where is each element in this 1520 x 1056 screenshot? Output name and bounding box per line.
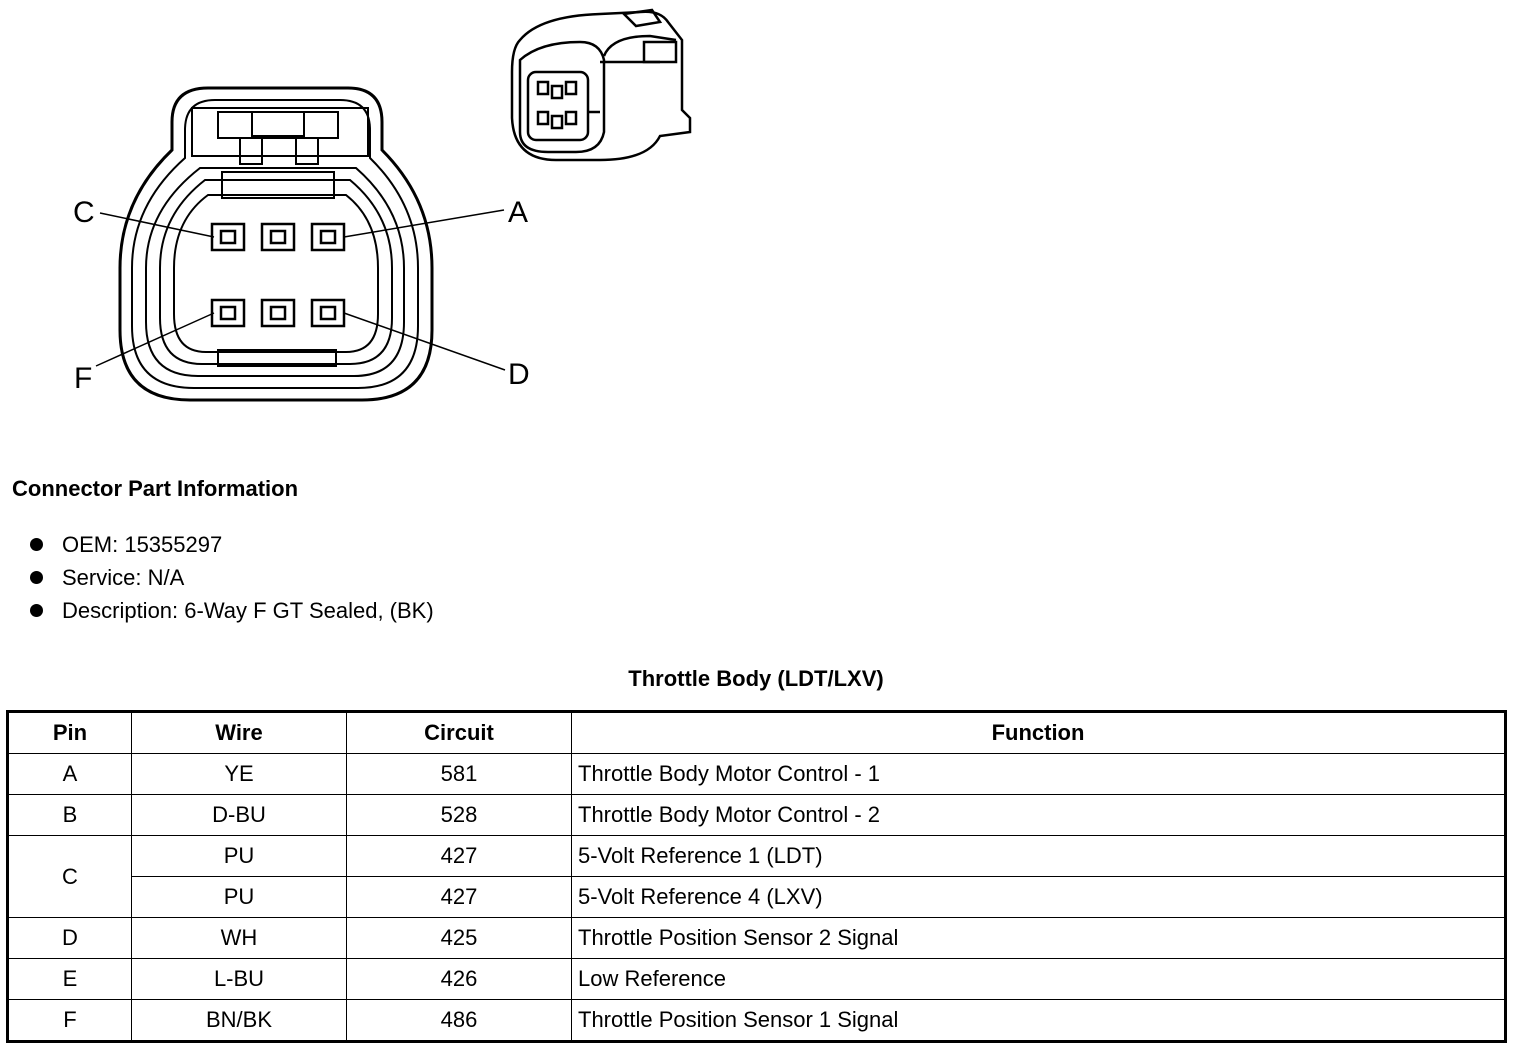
table-row: B D-BU 528 Throttle Body Motor Control -… <box>7 794 1506 836</box>
cell-circuit: 425 <box>346 917 572 959</box>
table-title: Throttle Body (LDT/LXV) <box>628 666 884 691</box>
cell-function: Throttle Position Sensor 2 Signal <box>571 917 1506 959</box>
cell-wire: YE <box>131 753 347 795</box>
cell-function: 5-Volt Reference 4 (LXV) <box>571 876 1506 918</box>
cell-wire: D-BU <box>131 794 347 836</box>
pin-table: Pin Wire Circuit Function A YE 581 Throt… <box>6 710 1507 1043</box>
cell-wire: PU <box>131 835 347 877</box>
connector-face-outline <box>118 86 434 402</box>
cell-pin: A <box>7 753 132 795</box>
cell-function: Throttle Position Sensor 1 Signal <box>571 999 1506 1042</box>
cell-circuit: 528 <box>346 794 572 836</box>
connector-3d-view <box>510 8 692 162</box>
cell-wire: PU <box>131 876 347 918</box>
cell-circuit: 486 <box>346 999 572 1042</box>
cell-circuit: 426 <box>346 958 572 1000</box>
bullet-icon <box>30 538 43 551</box>
info-item-oem: OEM: 15355297 <box>30 528 434 561</box>
bullet-icon <box>30 604 43 617</box>
header-circuit: Circuit <box>346 711 572 754</box>
table-row: PU 427 5-Volt Reference 4 (LXV) <box>8 876 1506 918</box>
cell-wire: WH <box>131 917 347 959</box>
table-row: D WH 425 Throttle Position Sensor 2 Sign… <box>7 917 1506 959</box>
cell-pin: D <box>7 917 132 959</box>
table-row: A YE 581 Throttle Body Motor Control - 1 <box>7 753 1506 795</box>
pin-label-a: A <box>508 196 528 229</box>
cell-function: 5-Volt Reference 1 (LDT) <box>571 835 1506 877</box>
table-row: E L-BU 426 Low Reference <box>7 958 1506 1000</box>
table-header-row: Pin Wire Circuit Function <box>7 711 1506 754</box>
cell-pin: E <box>7 958 132 1000</box>
connector-diagram: C A F D <box>73 8 692 402</box>
pin-cavities <box>210 222 346 328</box>
bullet-icon <box>30 571 43 584</box>
cell-function: Throttle Body Motor Control - 2 <box>571 794 1506 836</box>
connector-part-info-heading: Connector Part Information <box>12 476 299 501</box>
cell-function: Throttle Body Motor Control - 1 <box>571 753 1506 795</box>
header-function: Function <box>571 711 1506 754</box>
cell-pin: B <box>7 794 132 836</box>
pin-label-f: F <box>74 362 92 395</box>
cell-circuit: 427 <box>346 876 572 918</box>
header-pin: Pin <box>7 711 132 754</box>
pin-leader-lines <box>95 209 506 371</box>
cell-pin: C <box>7 835 132 918</box>
pin-label-d: D <box>508 358 530 391</box>
cell-circuit: 581 <box>346 753 572 795</box>
info-item-description: Description: 6-Way F GT Sealed, (BK) <box>30 594 434 627</box>
table-row: C PU 427 5-Volt Reference 1 (LDT) <box>7 835 1506 918</box>
cell-circuit: 427 <box>346 835 572 877</box>
cell-wire: L-BU <box>131 958 347 1000</box>
cell-function: Low Reference <box>571 958 1506 1000</box>
connector-part-info-list: OEM: 15355297 Service: N/A Description: … <box>30 528 434 627</box>
cell-pin: F <box>7 999 132 1042</box>
header-wire: Wire <box>131 711 347 754</box>
cell-wire: BN/BK <box>131 999 347 1042</box>
pin-label-c: C <box>73 196 95 229</box>
table-row: F BN/BK 486 Throttle Position Sensor 1 S… <box>7 999 1506 1042</box>
info-item-service: Service: N/A <box>30 561 434 594</box>
